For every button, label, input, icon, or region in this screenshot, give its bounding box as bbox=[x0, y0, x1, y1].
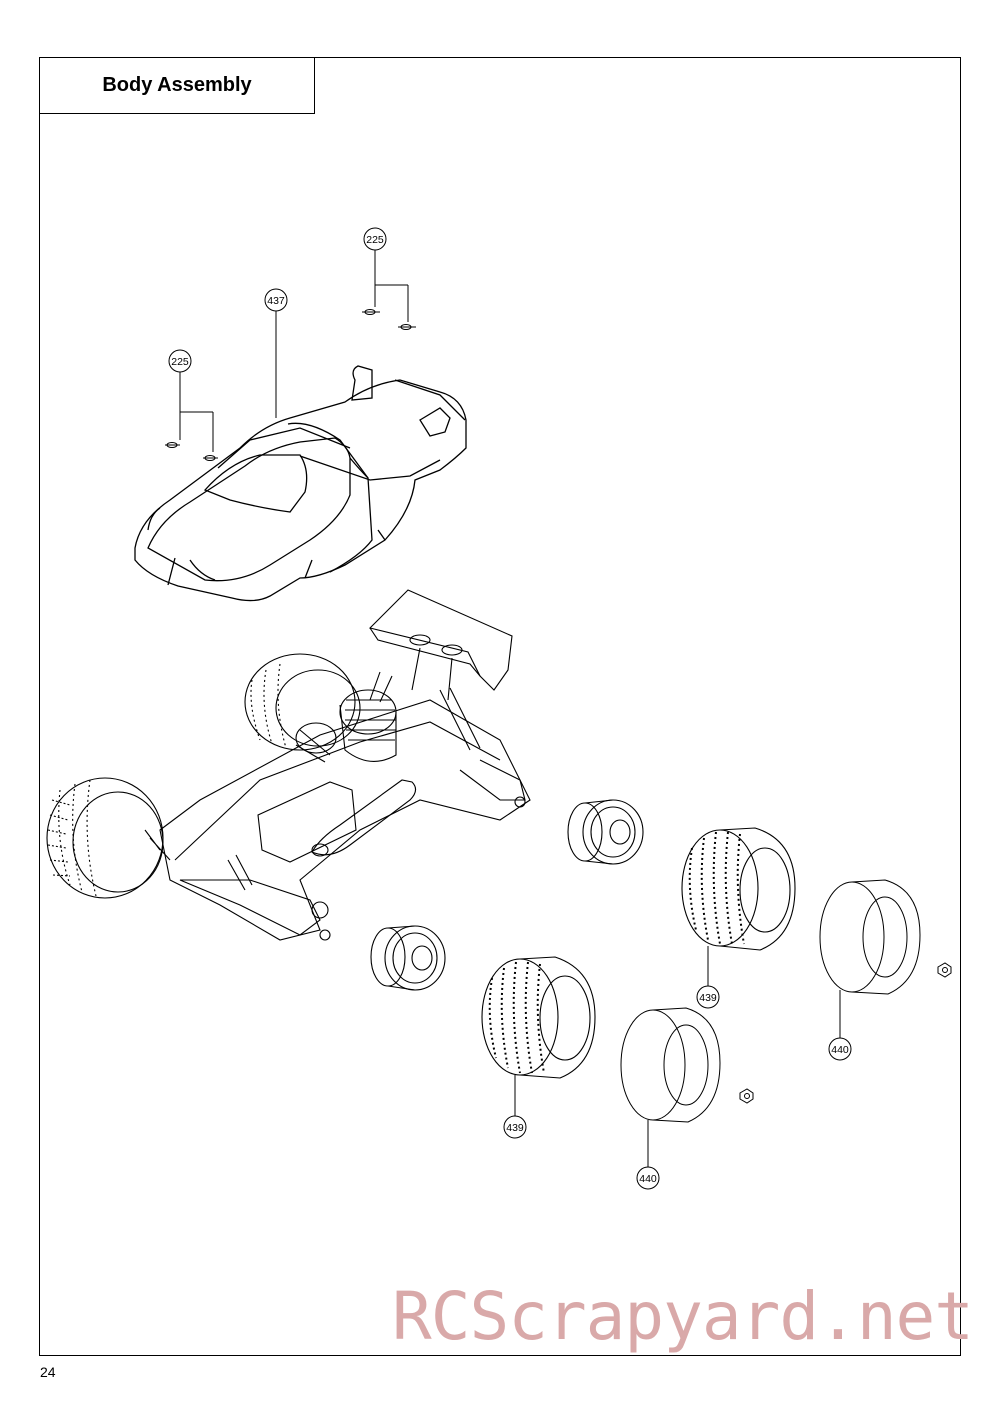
watermark: RCScrapyard.net bbox=[392, 1278, 974, 1355]
section-title-text: Body Assembly bbox=[102, 74, 252, 96]
front-wheel-rim bbox=[370, 925, 446, 991]
front-foam-insert bbox=[620, 1007, 721, 1123]
callout-439-rear: 439 bbox=[699, 992, 717, 1004]
callout-437: 437 bbox=[267, 295, 285, 307]
callout-225-right: 225 bbox=[366, 234, 384, 246]
body-clips-right bbox=[362, 309, 416, 330]
body-clips-left bbox=[165, 442, 218, 461]
callout-440-front: 440 bbox=[639, 1173, 657, 1185]
rear-wheel-rim bbox=[567, 799, 644, 865]
rear-foam-insert bbox=[819, 879, 921, 995]
callout-circles bbox=[168, 227, 852, 1190]
callout-439-front: 439 bbox=[506, 1122, 524, 1134]
callout-225-left: 225 bbox=[171, 356, 189, 368]
section-title: Body Assembly bbox=[39, 57, 315, 114]
chassis-illustration bbox=[144, 589, 531, 941]
page-number: 24 bbox=[40, 1364, 56, 1380]
chassis-front-tire bbox=[46, 777, 164, 899]
body-shell-illustration bbox=[134, 365, 467, 602]
callout-leaders bbox=[179, 250, 841, 1167]
chassis-rear-tire bbox=[244, 653, 361, 751]
page-frame bbox=[39, 57, 961, 1356]
front-tire bbox=[481, 956, 596, 1079]
callout-440-rear: 440 bbox=[831, 1044, 849, 1056]
rear-tire bbox=[681, 827, 796, 951]
wheel-nuts bbox=[739, 962, 952, 1104]
